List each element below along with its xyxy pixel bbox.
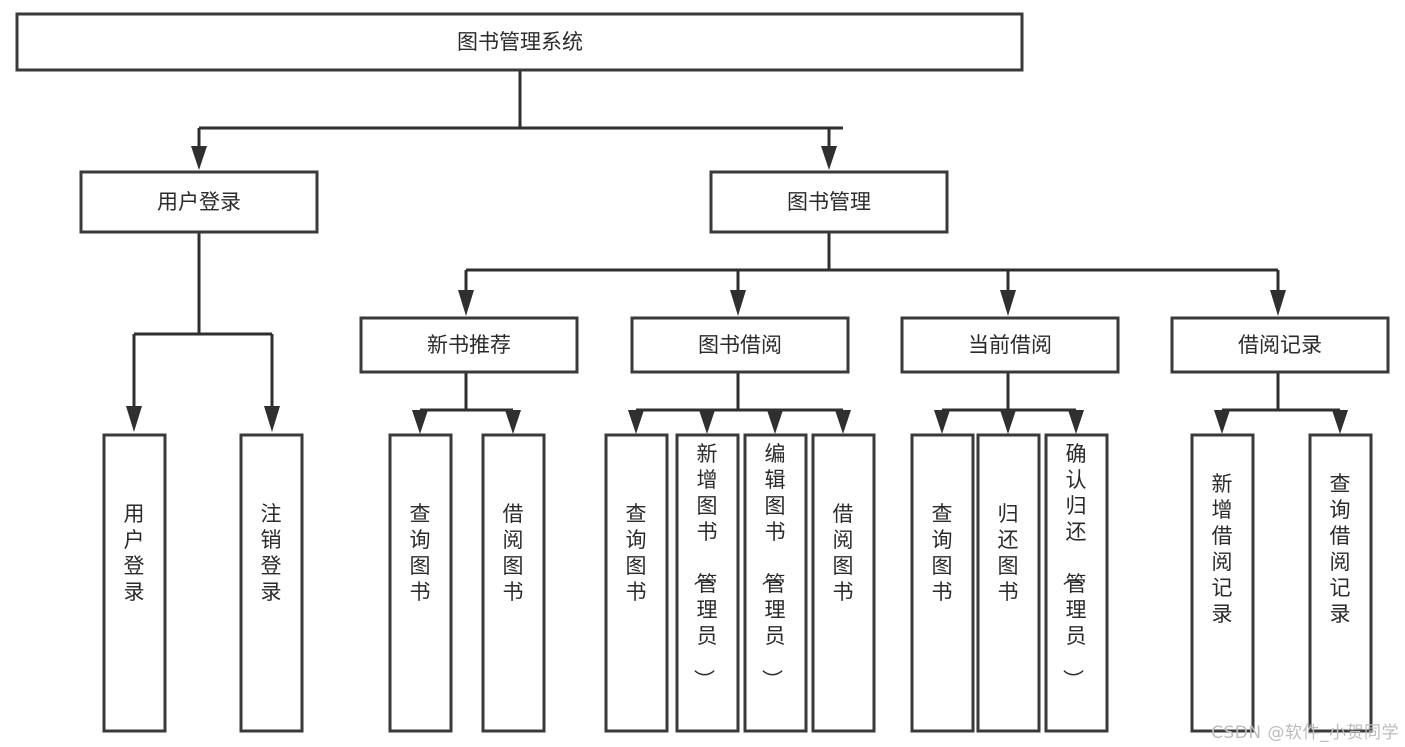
- node-leaf-add-record[interactable]: 新增借阅记录: [1190, 433, 1255, 733]
- node-book-manage-box[interactable]: [709, 170, 949, 234]
- csdn-watermark: CSDN @软件_小贺同学: [1211, 723, 1399, 743]
- node-leaf-edit-book-label: 编辑图书（管理员）: [760, 442, 786, 690]
- arrow-head-new-book-recommend: [458, 290, 474, 316]
- arrow-head-leaf-edit-book: [767, 410, 783, 434]
- arrow-head-leaf-query-record: [1332, 410, 1348, 434]
- node-user-login-box[interactable]: [79, 170, 319, 234]
- arrow-head-user-login: [191, 146, 207, 170]
- node-current-borrow-box[interactable]: [900, 316, 1120, 374]
- node-leaf-add-record-box[interactable]: [1190, 433, 1255, 733]
- arrow-head-leaf-confirm-return: [1068, 410, 1084, 434]
- node-leaf-borrow-book-1-label: 借阅图书: [503, 502, 524, 604]
- node-leaf-return-book-label: 归还图书: [998, 502, 1019, 604]
- node-leaf-return-book-box[interactable]: [976, 433, 1041, 733]
- node-new-book-recommend[interactable]: 新书推荐: [359, 316, 579, 374]
- node-leaf-user-login[interactable]: 用户登录: [102, 433, 167, 733]
- arrow-head-leaf-user-login: [126, 406, 142, 432]
- node-new-book-recommend-box[interactable]: [359, 316, 579, 374]
- node-book-borrow[interactable]: 图书借阅: [630, 316, 850, 374]
- node-book-borrow-box[interactable]: [630, 316, 850, 374]
- node-book-manage[interactable]: 图书管理: [709, 170, 949, 234]
- node-leaf-query-book-1-box[interactable]: [388, 433, 453, 733]
- node-root[interactable]: 图书管理系统: [15, 12, 1024, 72]
- node-leaf-user-login-label: 用户登录: [124, 502, 145, 604]
- node-leaf-borrow-book-2-box[interactable]: [811, 433, 876, 733]
- node-leaf-borrow-book-1-box[interactable]: [481, 433, 546, 733]
- node-leaf-logout[interactable]: 注销登录: [239, 433, 304, 733]
- node-leaf-query-record-label: 查询借阅记录: [1330, 472, 1351, 626]
- node-leaf-query-book-1-label: 查询图书: [410, 502, 431, 604]
- node-leaf-borrow-book-2[interactable]: 借阅图书: [811, 433, 876, 733]
- node-leaf-add-record-label: 新增借阅记录: [1212, 472, 1233, 626]
- node-leaf-add-book-label: 新增图书（管理员）: [692, 442, 718, 690]
- connector-layer: [126, 70, 1348, 434]
- node-leaf-confirm-return-label: 确认归还（管理员）: [1061, 442, 1087, 690]
- node-leaf-logout-label: 注销登录: [261, 502, 282, 604]
- arrow-head-leaf-query-book-1: [412, 410, 428, 434]
- node-leaf-query-book-2-label: 查询图书: [626, 502, 647, 604]
- node-new-book-recommend-label: 新书推荐: [427, 333, 511, 357]
- node-borrow-record-box[interactable]: [1170, 316, 1390, 374]
- node-book-manage-label: 图书管理: [787, 190, 871, 214]
- arrow-head-leaf-add-record: [1214, 410, 1230, 434]
- node-leaf-borrow-book-2-label: 借阅图书: [833, 502, 854, 604]
- node-leaf-query-book-3-box[interactable]: [910, 433, 975, 733]
- arrow-head-current-borrow: [1000, 290, 1016, 316]
- node-leaf-query-book-3-label: 查询图书: [932, 502, 953, 604]
- node-leaf-logout-box[interactable]: [239, 433, 304, 733]
- arrow-head-leaf-borrow-book-1: [505, 410, 521, 434]
- node-leaf-confirm-return-box[interactable]: [1044, 433, 1109, 733]
- node-user-login[interactable]: 用户登录: [79, 170, 319, 234]
- node-leaf-add-book[interactable]: 新增图书（管理员）: [675, 433, 740, 733]
- node-borrow-record[interactable]: 借阅记录: [1170, 316, 1390, 374]
- node-leaf-user-login-box[interactable]: [102, 433, 167, 733]
- node-leaf-query-record-box[interactable]: [1308, 433, 1373, 733]
- node-current-borrow-label: 当前借阅: [968, 333, 1052, 357]
- node-leaf-query-book-2-box[interactable]: [604, 433, 669, 733]
- node-leaf-query-book-3[interactable]: 查询图书: [910, 433, 975, 733]
- node-book-borrow-label: 图书借阅: [698, 333, 782, 357]
- node-borrow-record-label: 借阅记录: [1238, 333, 1322, 357]
- node-leaf-edit-book[interactable]: 编辑图书（管理员）: [743, 433, 808, 733]
- arrow-head-leaf-query-book-3: [934, 410, 950, 434]
- arrow-head-leaf-borrow-book-2: [835, 410, 851, 434]
- node-user-login-label: 用户登录: [157, 190, 241, 214]
- arrow-head-book-manage: [821, 146, 837, 170]
- node-leaf-edit-book-box[interactable]: [743, 433, 808, 733]
- arrow-head-leaf-return-book: [1000, 410, 1016, 434]
- node-leaf-query-book-1[interactable]: 查询图书: [388, 433, 453, 733]
- arrow-head-borrow-record: [1270, 290, 1286, 316]
- node-leaf-return-book[interactable]: 归还图书: [976, 433, 1041, 733]
- node-leaf-borrow-book-1[interactable]: 借阅图书: [481, 433, 546, 733]
- node-root-box[interactable]: [15, 12, 1024, 72]
- node-leaf-query-record[interactable]: 查询借阅记录: [1308, 433, 1373, 733]
- arrow-head-leaf-add-book: [699, 410, 715, 434]
- node-current-borrow[interactable]: 当前借阅: [900, 316, 1120, 374]
- node-leaf-confirm-return[interactable]: 确认归还（管理员）: [1044, 433, 1109, 733]
- arrow-head-leaf-logout: [264, 406, 280, 432]
- node-root-label: 图书管理系统: [457, 30, 583, 54]
- arrow-head-leaf-query-book-2: [628, 410, 644, 434]
- arrow-head-book-borrow: [730, 290, 746, 316]
- node-leaf-query-book-2[interactable]: 查询图书: [604, 433, 669, 733]
- node-leaf-add-book-box[interactable]: [675, 433, 740, 733]
